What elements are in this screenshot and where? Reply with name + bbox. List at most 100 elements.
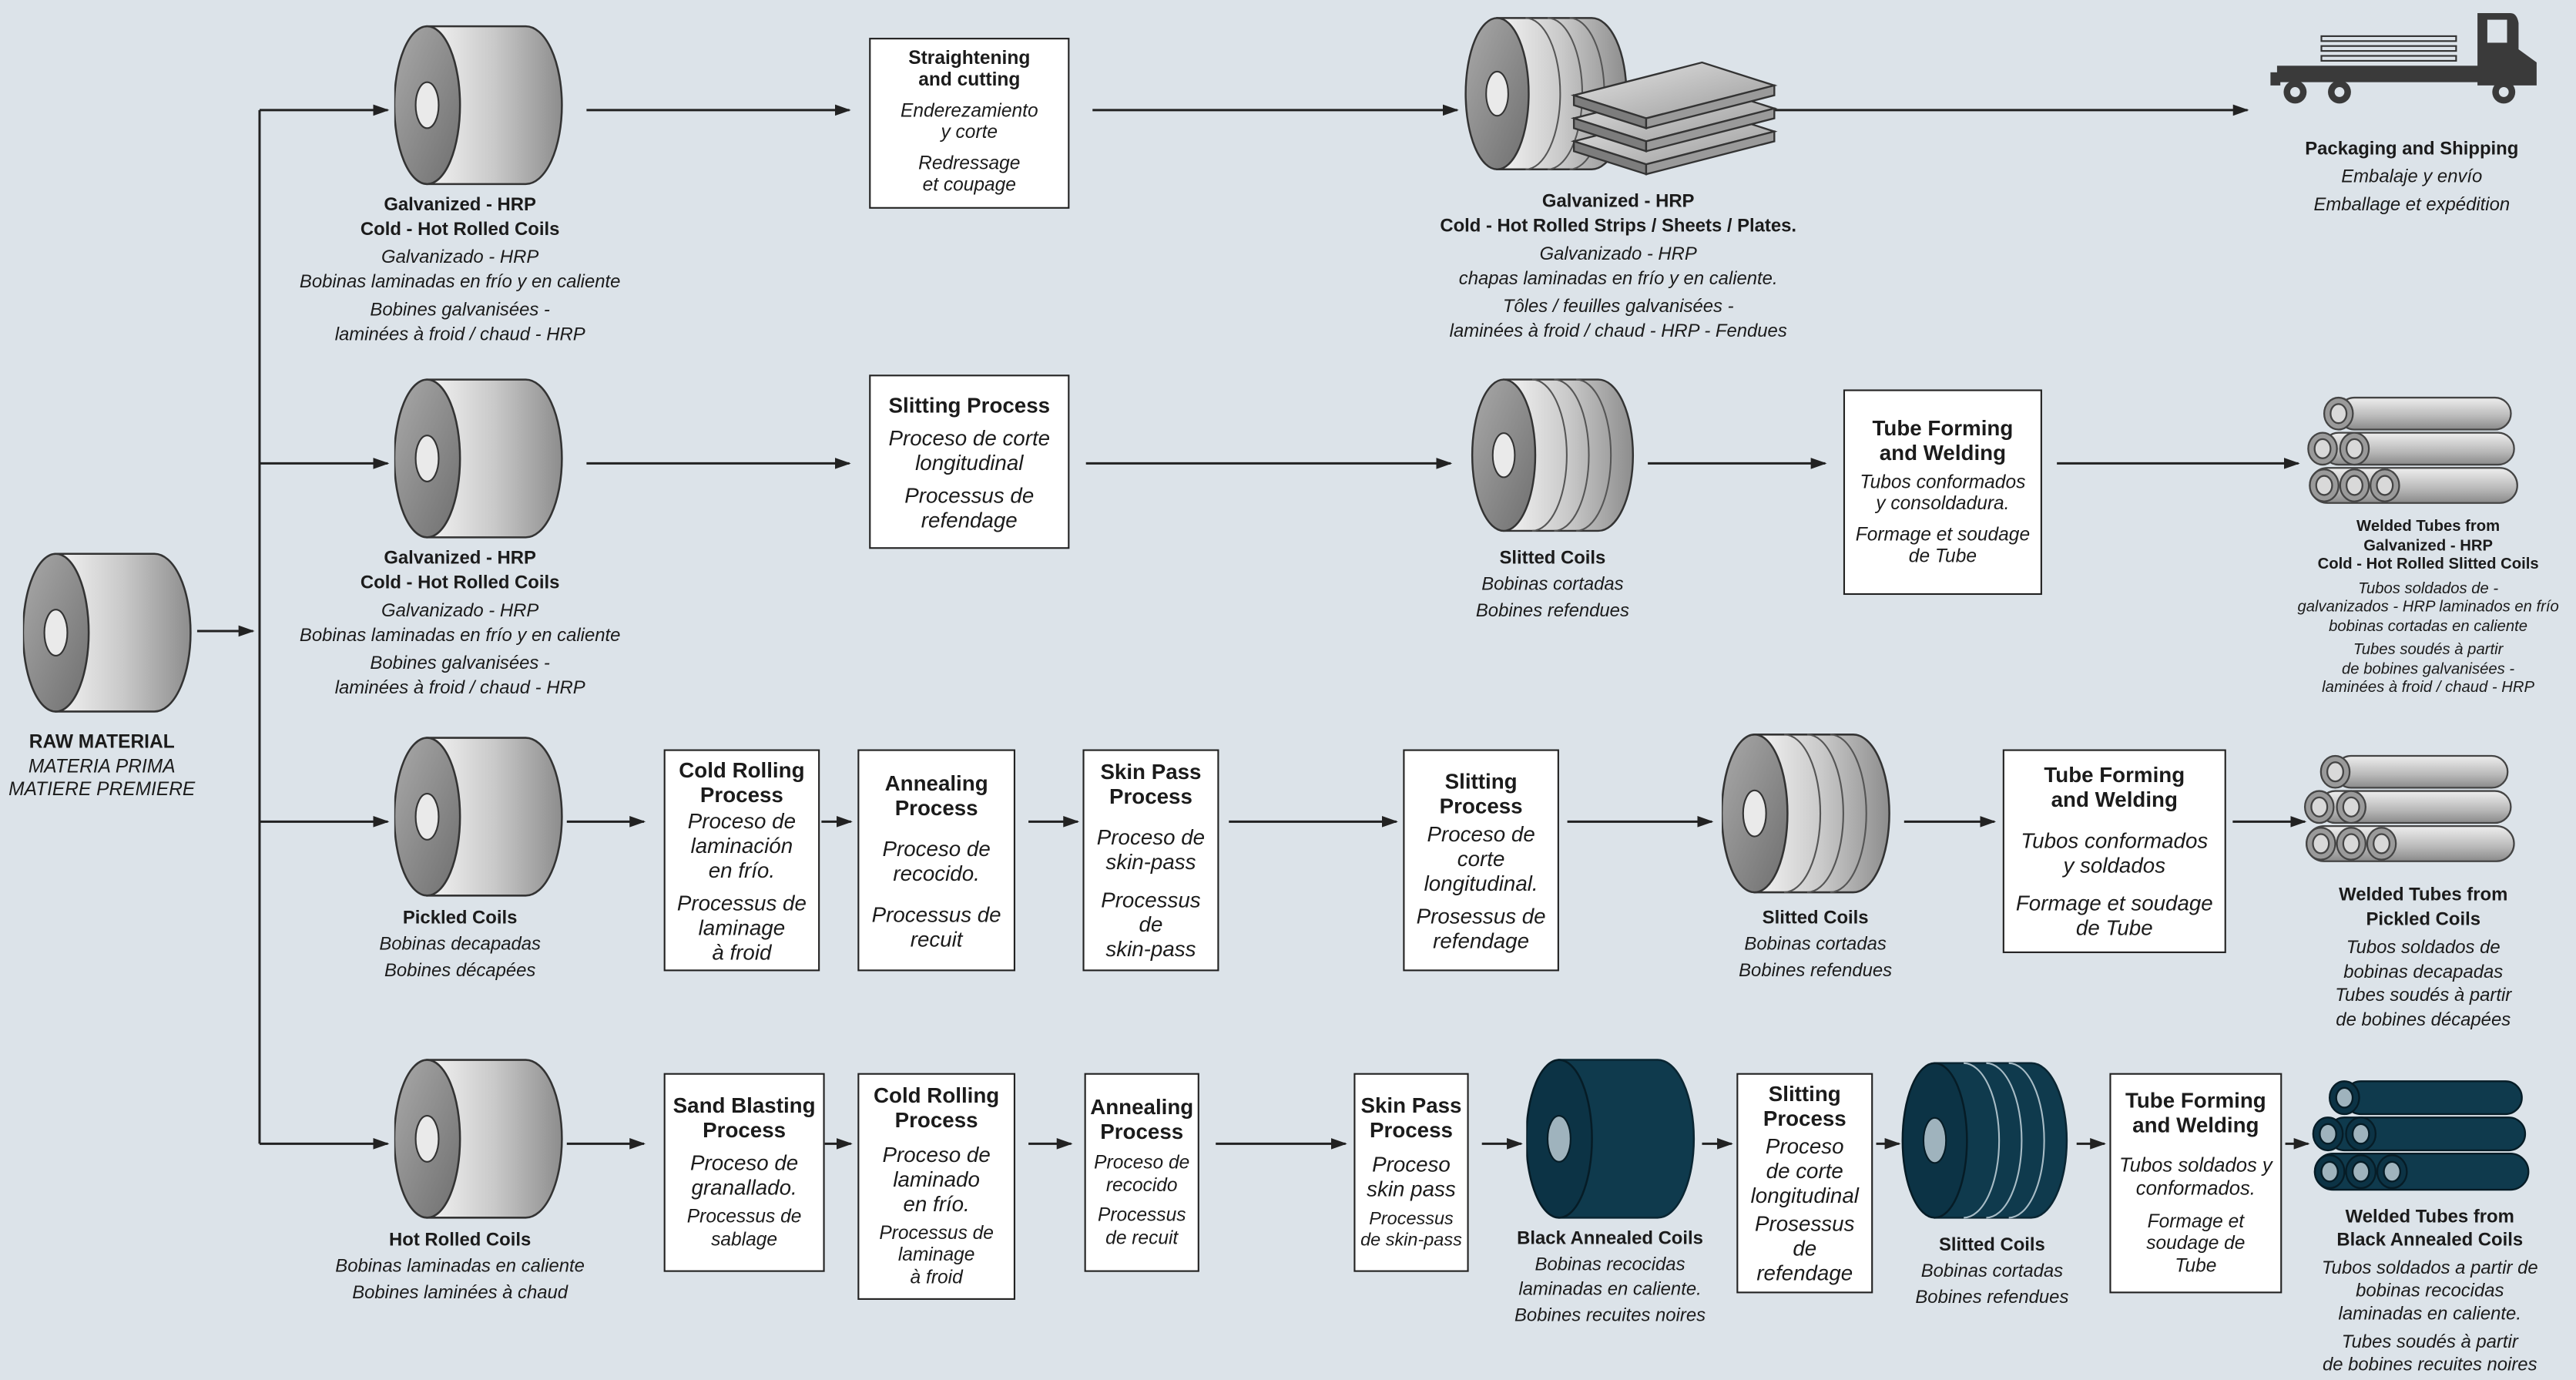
row4-welded-tubes-icon — [2312, 1080, 2530, 1191]
row4-annealing-es: Proceso de recocido — [1094, 1153, 1190, 1196]
row4-slitted-title: Slitted Coils — [1938, 1235, 2045, 1256]
row4-slitting-es: Proceso de corte longitudinal — [1750, 1133, 1859, 1208]
row4-sand-blasting-title: Sand Blasting Process — [673, 1093, 816, 1143]
raw-material-label: RAW MATERIAL MATERIA PRIMA MATIERE PREMI… — [0, 731, 203, 803]
straightening-cutting-box: Straightening and cutting Enderezamiento… — [869, 38, 1070, 209]
row3-final-title2: Pickled Coils — [2366, 909, 2480, 930]
row3-final-fr2: de bobines décapées — [2336, 1009, 2511, 1030]
packaging-title: Packaging and Shipping — [2305, 139, 2519, 159]
row4-sand-blasting-es: Proceso de granallado. — [689, 1150, 799, 1200]
row3-slitted-es: Bobinas cortadas — [1744, 935, 1887, 955]
row2-slitting-title: Slitting Process — [888, 391, 1051, 417]
row3-cold-rolling-fr: Processus de laminage à froid — [676, 889, 807, 964]
row3-slitted-label: Slitted Coils Bobinas cortadas Bobines r… — [1692, 905, 1939, 984]
row4-forming-fr: Formage et soudage de Tube — [2146, 1212, 2246, 1277]
row4-skin-pass-es: Proceso skin pass — [1367, 1152, 1456, 1202]
row4-skin-pass-fr: Processus de skin-pass — [1360, 1209, 1462, 1251]
row3-final-label: Welded Tubes from Pickled Coils Tubos so… — [2292, 884, 2554, 1032]
raw-material-coil-icon — [22, 552, 192, 713]
sheets-stack-icon — [1570, 61, 1778, 176]
row2-final-es3: bobinas cortadas en caliente — [2329, 616, 2528, 636]
black-annealed-es1: Bobinas recocidas — [1535, 1254, 1685, 1274]
row2-input-es2: Bobinas laminadas en frío y en caliente — [299, 625, 621, 646]
row4-slitted-es: Bobinas cortadas — [1920, 1261, 2064, 1282]
row4-skin-pass-box: Skin Pass Process Proceso skin pass Proc… — [1353, 1073, 1469, 1272]
row2-final-fr1: Tubes soudés à partir — [2353, 640, 2504, 660]
row4-final-es2: bobinas recocidas — [2356, 1281, 2504, 1302]
black-annealed-fr: Bobines recuites noires — [1514, 1305, 1706, 1326]
row2-forming-es: Tubos conformados y consoldadura. — [1860, 472, 2026, 515]
connector-lines — [196, 104, 2310, 1150]
row3-annealing-title: Annealing Process — [884, 770, 988, 820]
row3-input-fr: Bobines décapées — [384, 961, 536, 982]
row4-cold-rolling-fr: Processus de laminage à froid — [879, 1224, 994, 1288]
row2-slitted-es: Bobinas cortadas — [1481, 575, 1624, 596]
row2-slitted-coil-icon — [1471, 378, 1635, 532]
row4-final-es3: laminadas en caliente. — [2338, 1304, 2521, 1325]
row3-forming-fr: Formage et soudage de Tube — [2015, 890, 2213, 940]
row2-input-coil-icon — [394, 378, 563, 539]
row2-final-es1: Tubos soldados de - — [2358, 579, 2499, 598]
row2-input-fr1: Bobines galvanisées - — [370, 653, 550, 674]
row3-annealing-es: Proceso de recocido. — [882, 835, 991, 885]
row3-skin-pass-box: Skin Pass Process Proceso de skin-pass P… — [1082, 749, 1219, 972]
row3-skin-pass-title: Skin Pass Process — [1100, 759, 1202, 809]
packaging-es: Embalaje y envío — [2341, 167, 2483, 188]
row1-output-title2: Cold - Hot Rolled Strips / Sheets / Plat… — [1440, 216, 1797, 237]
row2-input-title2: Cold - Hot Rolled Coils — [360, 572, 560, 593]
row1-output-title1: Galvanized - HRP — [1541, 192, 1695, 213]
row3-slitted-coil-icon — [1722, 734, 1890, 894]
row1-output-es1: Galvanizado - HRP — [1539, 244, 1697, 265]
row3-cold-rolling-box: Cold Rolling Process Proceso de laminaci… — [663, 749, 820, 972]
row2-slitted-fr: Bobines refendues — [1475, 601, 1629, 622]
row3-slitting-title: Slitting Process — [1439, 768, 1523, 818]
row4-forming-title: Tube Forming and Welding — [2125, 1087, 2266, 1137]
row2-forming-fr: Formage et soudage de Tube — [1855, 525, 2031, 567]
row4-slitting-fr: Prosessus de refendage — [1755, 1210, 1855, 1285]
row4-input-fr: Bobines laminées à chaud — [352, 1283, 569, 1304]
row4-skin-pass-title: Skin Pass Process — [1360, 1093, 1462, 1143]
black-annealed-es2: laminadas en caliente. — [1518, 1280, 1702, 1300]
row2-slitted-title: Slitted Coils — [1499, 549, 1606, 569]
row1-input-es2: Bobinas laminadas en frío y en caliente — [299, 271, 621, 292]
packaging-label: Packaging and Shipping Embalaje y envío … — [2276, 136, 2548, 220]
row3-annealing-fr: Processus de recuit — [871, 901, 1001, 951]
row2-slitted-label: Slitted Coils Bobinas cortadas Bobines r… — [1429, 546, 1675, 624]
row2-final-title1: Welded Tubes from — [2356, 517, 2501, 536]
row4-sand-blasting-box: Sand Blasting Process Proceso de granall… — [663, 1073, 825, 1272]
row3-forming-es: Tubos conformados y soldados — [2021, 828, 2209, 878]
row3-annealing-box: Annealing Process Proceso de recocido. P… — [857, 749, 1016, 972]
raw-material-es: MATERIA PRIMA — [28, 757, 176, 777]
truck-icon — [2270, 13, 2537, 104]
row3-final-es2: bobinas decapadas — [2343, 962, 2504, 982]
row2-forming-title: Tube Forming and Welding — [1872, 415, 2014, 465]
raw-material-title: RAW MATERIAL — [29, 733, 175, 753]
raw-material-fr: MATIERE PREMIERE — [8, 781, 196, 801]
row3-welded-tubes-icon — [2303, 754, 2515, 862]
packaging-fr: Emballage et expédition — [2313, 195, 2511, 216]
row3-final-es1: Tubos soldados de — [2346, 938, 2501, 959]
row4-input-es: Bobinas laminadas en caliente — [335, 1257, 585, 1278]
row2-welded-tubes-icon — [2307, 396, 2518, 504]
row4-input-coil-icon — [394, 1059, 563, 1219]
row2-slitting-es: Proceso de corte longitudinal — [888, 425, 1051, 475]
row2-input-title1: Galvanized - HRP — [384, 549, 536, 569]
row3-tube-forming-box: Tube Forming and Welding Tubos conformad… — [2002, 749, 2226, 953]
row4-final-es1: Tubos soldados a partir de — [2321, 1258, 2538, 1279]
row1-output-es2: chapas laminadas en frío y en caliente. — [1458, 268, 1778, 289]
row4-final-title1: Welded Tubes from — [2345, 1207, 2514, 1228]
row3-forming-title: Tube Forming and Welding — [2044, 762, 2185, 812]
row3-slitting-es: Proceso de corte longitudinal. — [1424, 821, 1538, 895]
straightening-fr: Redressage et coupage — [918, 153, 1021, 196]
row4-input-title: Hot Rolled Coils — [389, 1231, 532, 1251]
row4-annealing-title: Annealing Process — [1090, 1094, 1194, 1144]
row4-slitted-fr: Bobines refendues — [1915, 1288, 2069, 1308]
row2-slitting-fr: Processus de refendage — [904, 482, 1035, 532]
row3-skin-pass-es: Proceso de skin-pass — [1096, 824, 1206, 875]
row3-slitted-title: Slitted Coils — [1762, 908, 1869, 928]
row4-cold-rolling-title: Cold Rolling Process — [873, 1082, 1000, 1132]
row4-annealing-box: Annealing Process Proceso de recocido Pr… — [1084, 1073, 1199, 1272]
row1-output-label: Galvanized - HRP Cold - Hot Rolled Strip… — [1397, 190, 1840, 343]
row3-input-label: Pickled Coils Bobinas decapadas Bobines … — [312, 905, 608, 984]
